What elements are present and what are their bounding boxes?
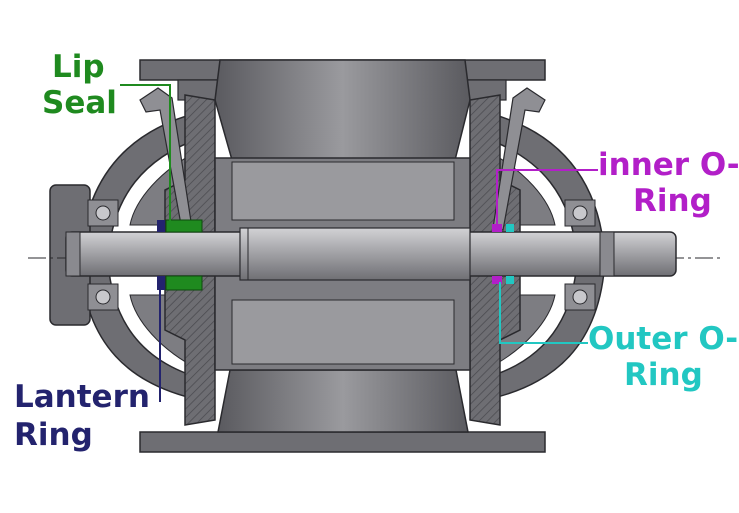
inner-o-ring-label-line1: inner O- <box>598 147 739 183</box>
outer-o-ring <box>506 224 514 284</box>
bottom-flange <box>139 369 546 453</box>
lantern-ring-label-line2: Ring <box>14 417 93 453</box>
lantern-ring-label-line1: Lantern <box>14 379 150 415</box>
outer-o-ring-leader <box>499 282 588 344</box>
lip-seal-label-line2: Seal <box>42 85 117 121</box>
lip-seal <box>165 219 203 291</box>
outer-o-ring-label-line1: Outer O- <box>588 321 739 357</box>
lantern-ring <box>157 220 165 290</box>
shaft <box>65 227 677 281</box>
outer-o-ring-label-line2: Ring <box>624 357 703 393</box>
lip-seal-leader <box>120 84 171 222</box>
inner-o-ring-label-line2: Ring <box>633 183 712 219</box>
inner-o-ring <box>492 224 502 284</box>
lip-seal-label-line1: Lip <box>52 49 105 85</box>
inner-o-ring-leader <box>496 169 598 226</box>
